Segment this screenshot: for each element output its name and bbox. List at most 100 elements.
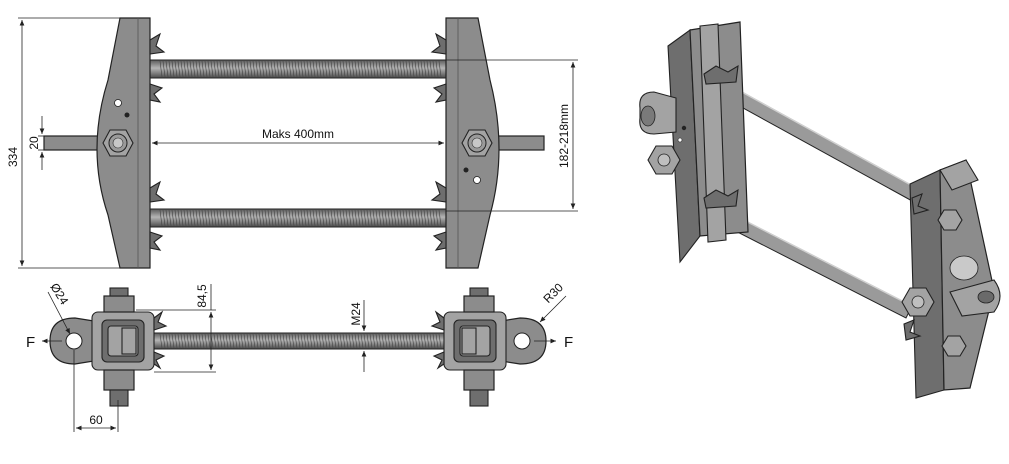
thread-mark xyxy=(294,60,298,78)
thread-mark xyxy=(270,333,274,349)
dim-label-radius: R30 xyxy=(540,280,566,306)
thread-mark xyxy=(210,209,214,227)
thread-mark xyxy=(258,209,262,227)
thread-mark xyxy=(438,60,442,78)
thread-mark xyxy=(396,60,400,78)
thread-mark xyxy=(219,209,223,227)
thread-mark xyxy=(210,60,214,78)
thread-mark xyxy=(201,60,205,78)
thread-mark xyxy=(336,209,340,227)
left-lug-stub xyxy=(43,135,105,151)
thread-mark xyxy=(423,209,427,227)
thread-mark xyxy=(324,209,328,227)
thread-mark xyxy=(354,333,358,349)
thread-mark xyxy=(291,333,295,349)
thread-mark xyxy=(387,60,391,78)
isometric-view xyxy=(639,21,1001,399)
thread-mark xyxy=(168,60,172,78)
thread-mark xyxy=(183,333,187,349)
thread-mark xyxy=(306,60,310,78)
thread-mark xyxy=(345,209,349,227)
thread-mark xyxy=(354,209,358,227)
thread-mark xyxy=(360,209,364,227)
thread-mark xyxy=(165,209,169,227)
thread-mark xyxy=(297,333,301,349)
thread-mark xyxy=(249,209,253,227)
thread-mark xyxy=(327,209,331,227)
thread-mark xyxy=(312,60,316,78)
thread-mark xyxy=(435,60,439,78)
thread-mark xyxy=(195,60,199,78)
thread-mark xyxy=(222,333,226,349)
thread-mark xyxy=(345,333,349,349)
thread-mark xyxy=(210,333,214,349)
left-eye-lug xyxy=(49,317,101,365)
thread-mark xyxy=(171,209,175,227)
thread-mark xyxy=(429,60,433,78)
thread-mark xyxy=(213,333,217,349)
thread-mark xyxy=(414,333,418,349)
dim-label-thread: M24 xyxy=(349,302,363,326)
thread-mark xyxy=(378,333,382,349)
thread-mark xyxy=(375,60,379,78)
thread-mark xyxy=(429,333,433,349)
thread-mark xyxy=(351,209,355,227)
thread-mark xyxy=(276,209,280,227)
thread-mark xyxy=(315,209,319,227)
thread-mark xyxy=(276,333,280,349)
thread-mark xyxy=(333,60,337,78)
thread-mark xyxy=(246,209,250,227)
thread-mark xyxy=(273,333,277,349)
thread-mark xyxy=(234,209,238,227)
thread-mark xyxy=(165,60,169,78)
thread-mark xyxy=(237,209,241,227)
thread-mark xyxy=(375,333,379,349)
thread-mark xyxy=(417,333,421,349)
thread-mark xyxy=(159,333,163,349)
thread-mark xyxy=(234,333,238,349)
thread-mark xyxy=(393,209,397,227)
thread-mark xyxy=(195,333,199,349)
thread-mark xyxy=(213,209,217,227)
thread-mark xyxy=(309,60,313,78)
thread-mark xyxy=(288,333,292,349)
thread-mark xyxy=(306,333,310,349)
thread-mark xyxy=(282,60,286,78)
thread-mark xyxy=(435,333,439,349)
thread-mark xyxy=(411,209,415,227)
thread-mark xyxy=(159,209,163,227)
dimension-span-max: Maks 400mm xyxy=(152,127,444,146)
thread-mark xyxy=(438,333,442,349)
dim-label-clamp-height: 84,5 xyxy=(195,284,209,308)
thread-mark xyxy=(297,209,301,227)
dimension-radius: R30 xyxy=(539,280,567,323)
thread-mark xyxy=(381,333,385,349)
thread-mark xyxy=(300,209,304,227)
thread-mark xyxy=(177,209,181,227)
thread-mark xyxy=(297,60,301,78)
thread-mark xyxy=(429,209,433,227)
thread-mark xyxy=(318,209,322,227)
thread-mark xyxy=(252,333,256,349)
dimension-plate-offset: 20 xyxy=(27,116,45,170)
thread-mark xyxy=(225,209,229,227)
thread-mark xyxy=(186,333,190,349)
thread-mark xyxy=(309,333,313,349)
thread-mark xyxy=(267,60,271,78)
force-label-left: F xyxy=(26,334,35,351)
thread-mark xyxy=(414,60,418,78)
thread-mark xyxy=(264,60,268,78)
thread-mark xyxy=(183,209,187,227)
thread-mark xyxy=(381,60,385,78)
thread-mark xyxy=(285,60,289,78)
thread-mark xyxy=(192,209,196,227)
thread-mark xyxy=(174,60,178,78)
right-clamp-body xyxy=(430,287,507,407)
thread-mark xyxy=(321,209,325,227)
thread-mark xyxy=(246,60,250,78)
thread-mark xyxy=(201,333,205,349)
thread-mark xyxy=(282,209,286,227)
thread-mark xyxy=(414,209,418,227)
thread-mark xyxy=(216,60,220,78)
thread-mark xyxy=(315,60,319,78)
